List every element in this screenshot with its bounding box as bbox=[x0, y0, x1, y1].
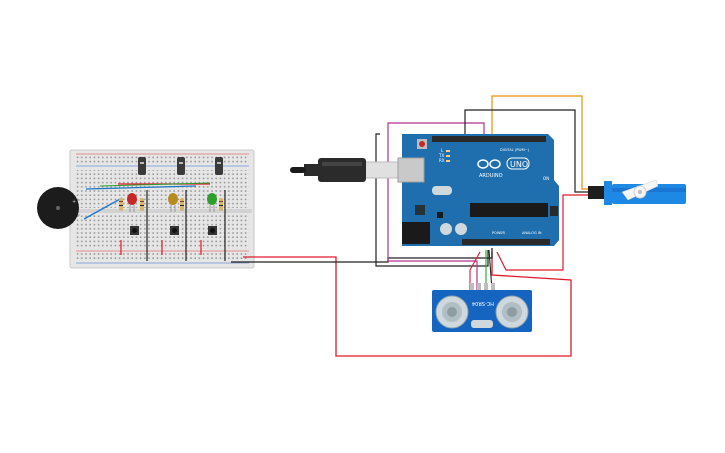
servo-motor-icon[interactable] bbox=[588, 179, 686, 205]
svg-text:+: + bbox=[72, 199, 76, 205]
resistor-top-3[interactable] bbox=[215, 157, 223, 175]
wire-blue-diagonal[interactable] bbox=[83, 197, 123, 220]
led-yellow[interactable] bbox=[168, 193, 178, 212]
power-pins-label: POWER bbox=[492, 231, 506, 235]
resistor-led-1[interactable] bbox=[119, 198, 123, 211]
wire-red-servo[interactable] bbox=[496, 194, 596, 271]
sensor-model-label: HC-SR04 bbox=[472, 300, 494, 306]
resistor-top-2[interactable] bbox=[177, 157, 185, 175]
rx-led-label: RX bbox=[439, 158, 445, 163]
piezo-buzzer-icon[interactable]: + bbox=[37, 187, 80, 229]
on-led-label: ON bbox=[543, 176, 549, 181]
pushbutton-2[interactable] bbox=[170, 226, 179, 235]
l-led-label: L bbox=[441, 148, 444, 153]
board-brand-label: ARDUINO bbox=[479, 173, 503, 179]
resistor-top-1[interactable] bbox=[138, 157, 146, 175]
analog-pins-label: ANALOG IN bbox=[522, 231, 542, 235]
led-green[interactable] bbox=[207, 193, 217, 212]
arduino-infinity-logo-icon bbox=[477, 159, 501, 169]
breadboard[interactable] bbox=[69, 149, 255, 269]
wire-black-gnd-main[interactable] bbox=[231, 248, 493, 263]
uno-badge bbox=[506, 157, 530, 170]
resistor-led-2[interactable] bbox=[140, 198, 144, 211]
digital-pins-label: DIGITAL (PWM~) bbox=[500, 148, 530, 152]
wire-blue-rail[interactable] bbox=[85, 185, 197, 190]
resistor-led-4[interactable] bbox=[219, 198, 223, 211]
usb-plug-icon[interactable] bbox=[290, 158, 413, 182]
pushbutton-3[interactable] bbox=[208, 226, 217, 235]
wire-magenta-signal[interactable] bbox=[387, 122, 485, 290]
wire-black-servo[interactable] bbox=[464, 109, 596, 193]
tx-led-label: TX bbox=[438, 153, 444, 158]
ultrasonic-sensor-icon[interactable] bbox=[432, 283, 532, 332]
arduino-uno-board[interactable] bbox=[397, 134, 559, 246]
wire-red-5v[interactable] bbox=[243, 252, 572, 357]
resistor-led-3[interactable] bbox=[180, 198, 184, 211]
wire-black-left-loop[interactable] bbox=[375, 133, 489, 267]
board-model-label: UNO bbox=[510, 160, 528, 169]
pushbutton-1[interactable] bbox=[130, 226, 139, 235]
wire-green-rail[interactable] bbox=[99, 182, 211, 187]
led-red[interactable] bbox=[127, 193, 137, 212]
